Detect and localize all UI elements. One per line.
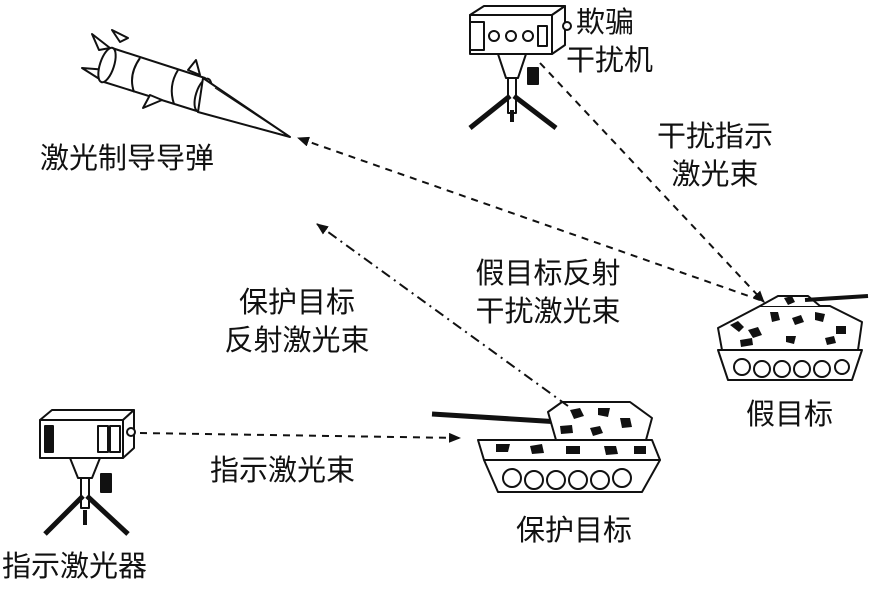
jamming-beam-label-line2: 激光束	[671, 157, 759, 191]
jammer-label-line2: 干扰机	[566, 43, 654, 77]
false-target-label: 假目标	[746, 397, 834, 431]
protected-reflection-label-line1: 保护目标	[238, 285, 355, 319]
missile-icon	[81, 29, 291, 138]
false-reflection-arrow	[297, 136, 761, 301]
jammer-label-line1: 欺骗	[576, 5, 635, 39]
protected-target-label: 保护目标	[516, 513, 633, 547]
jamming-beam-label-line1: 干扰指示	[656, 119, 773, 153]
jamming-beam-arrow	[539, 62, 765, 303]
decoy-tank-icon	[717, 294, 869, 381]
indicator-beam-label: 指示激光束	[210, 453, 356, 487]
designator-label: 指示激光器	[2, 549, 148, 583]
protected-reflection-label-line2: 反射激光束	[224, 323, 370, 357]
missile-label: 激光制导导弹	[40, 141, 215, 175]
laser-jammer-icon	[468, 5, 572, 130]
protected-reflection-arrow	[316, 223, 569, 407]
false-reflection-label-line1: 假目标反射	[475, 256, 621, 290]
false-reflection-label-line2: 干扰激光束	[475, 294, 621, 328]
indicator-beam-arrow	[139, 432, 461, 443]
tank-icon	[431, 401, 661, 493]
laser-designator-icon	[39, 409, 136, 536]
